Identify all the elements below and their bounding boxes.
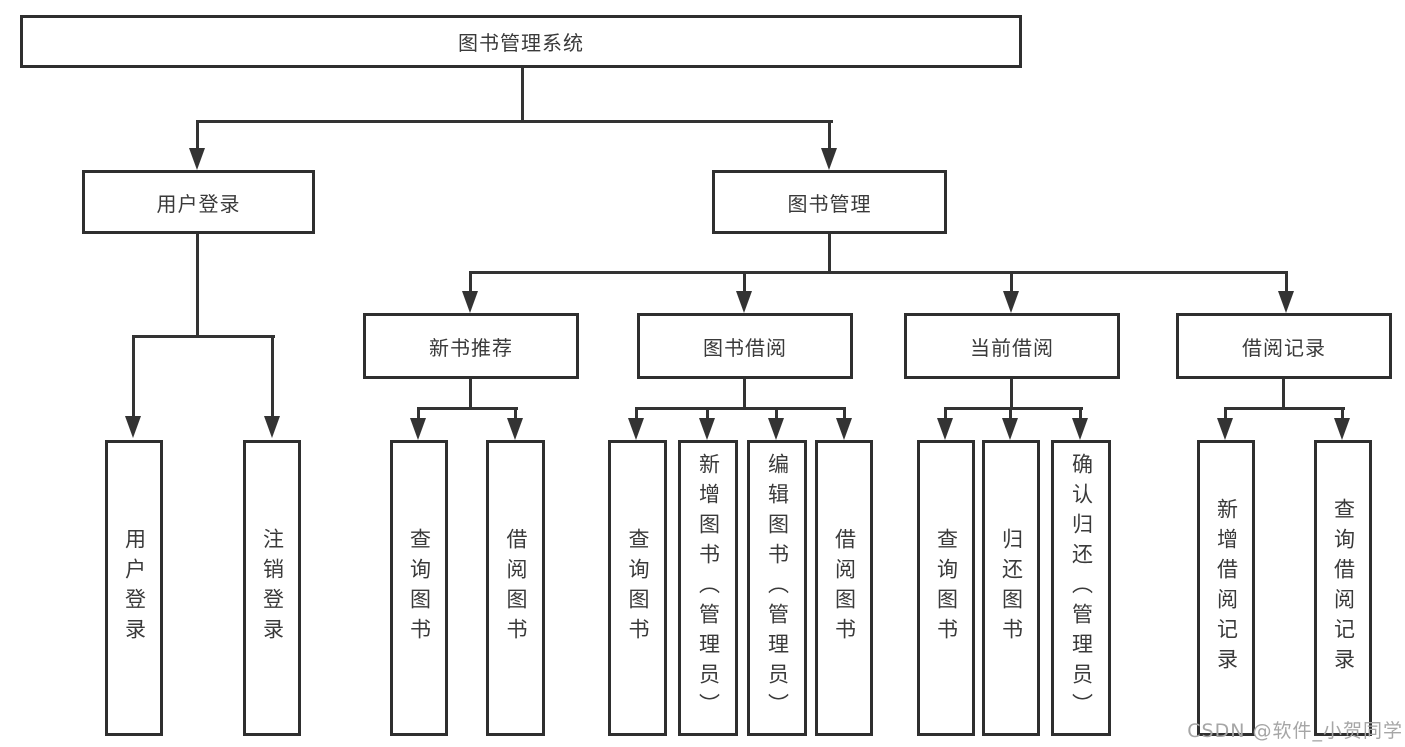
csdn-watermark: CSDN @软件_小贺同学 — [1187, 720, 1403, 742]
connector-line — [1010, 271, 1013, 293]
connector-line — [635, 407, 638, 420]
connector-line — [1224, 407, 1345, 410]
arrow-down-icon — [768, 418, 784, 440]
connector-line — [828, 234, 831, 273]
arrow-down-icon — [699, 418, 715, 440]
connector-line — [469, 271, 472, 293]
connector-line — [828, 120, 831, 150]
node-query-books: 查询图书 — [390, 440, 448, 736]
arrow-down-icon — [937, 418, 953, 440]
connector-line — [775, 407, 778, 420]
connector-line — [843, 407, 846, 420]
node-library-management-system: 图书管理系统 — [20, 15, 1022, 68]
connector-line — [132, 335, 135, 417]
arrow-down-icon — [462, 291, 478, 313]
node-book-borrowing: 图书借阅 — [637, 313, 853, 379]
node-return-book: 归还图书 — [982, 440, 1040, 736]
arrow-down-icon — [628, 418, 644, 440]
connector-line — [944, 407, 947, 420]
connector-line — [469, 379, 472, 409]
node-new-book-recommendation: 新书推荐 — [363, 313, 579, 379]
arrow-down-icon — [1072, 418, 1088, 440]
node-borrow-books: 借阅图书 — [815, 440, 873, 736]
connector-line — [1285, 271, 1288, 293]
connector-line — [469, 271, 1288, 274]
node-query-borrow-record: 查询借阅记录 — [1314, 440, 1372, 736]
node-query-books: 查询图书 — [917, 440, 975, 736]
node-query-books: 查询图书 — [608, 440, 667, 736]
arrow-down-icon — [1003, 291, 1019, 313]
connector-line — [743, 271, 746, 293]
node-borrowing-records: 借阅记录 — [1176, 313, 1392, 379]
connector-line — [196, 120, 199, 150]
node-borrow-books: 借阅图书 — [486, 440, 545, 736]
connector-line — [196, 120, 833, 123]
arrow-down-icon — [1334, 418, 1350, 440]
connector-line — [635, 407, 846, 410]
arrow-down-icon — [125, 416, 141, 438]
connector-line — [706, 407, 709, 420]
connector-line — [417, 407, 420, 420]
node-current-borrowing: 当前借阅 — [904, 313, 1120, 379]
connector-line — [132, 335, 275, 338]
arrow-down-icon — [1278, 291, 1294, 313]
node-user-login: 用户登录 — [105, 440, 163, 736]
arrow-down-icon — [836, 418, 852, 440]
node-confirm-return-admin: 确认归还（管理员） — [1051, 440, 1111, 736]
arrow-down-icon — [1217, 418, 1233, 440]
arrow-down-icon — [410, 418, 426, 440]
arrow-down-icon — [821, 148, 837, 170]
arrow-down-icon — [736, 291, 752, 313]
connector-line — [1009, 407, 1012, 420]
connector-line — [196, 234, 199, 337]
arrow-down-icon — [507, 418, 523, 440]
connector-line — [1341, 407, 1344, 420]
connector-line — [271, 335, 274, 417]
node-add-borrow-record: 新增借阅记录 — [1197, 440, 1255, 736]
connector-line — [743, 379, 746, 409]
node-add-book-admin: 新增图书（管理员） — [678, 440, 738, 736]
connector-line — [1079, 407, 1082, 420]
connector-line — [417, 407, 518, 410]
arrow-down-icon — [189, 148, 205, 170]
node-edit-book-admin: 编辑图书（管理员） — [747, 440, 807, 736]
connector-line — [1010, 379, 1013, 409]
connector-line — [1282, 379, 1285, 409]
node-user-login-group: 用户登录 — [82, 170, 315, 234]
connector-line — [1224, 407, 1227, 420]
node-book-management: 图书管理 — [712, 170, 947, 234]
connector-line — [944, 407, 1083, 410]
node-logout: 注销登录 — [243, 440, 301, 736]
arrow-down-icon — [264, 416, 280, 438]
arrow-down-icon — [1002, 418, 1018, 440]
connector-line — [514, 407, 517, 420]
connector-line — [521, 68, 524, 122]
